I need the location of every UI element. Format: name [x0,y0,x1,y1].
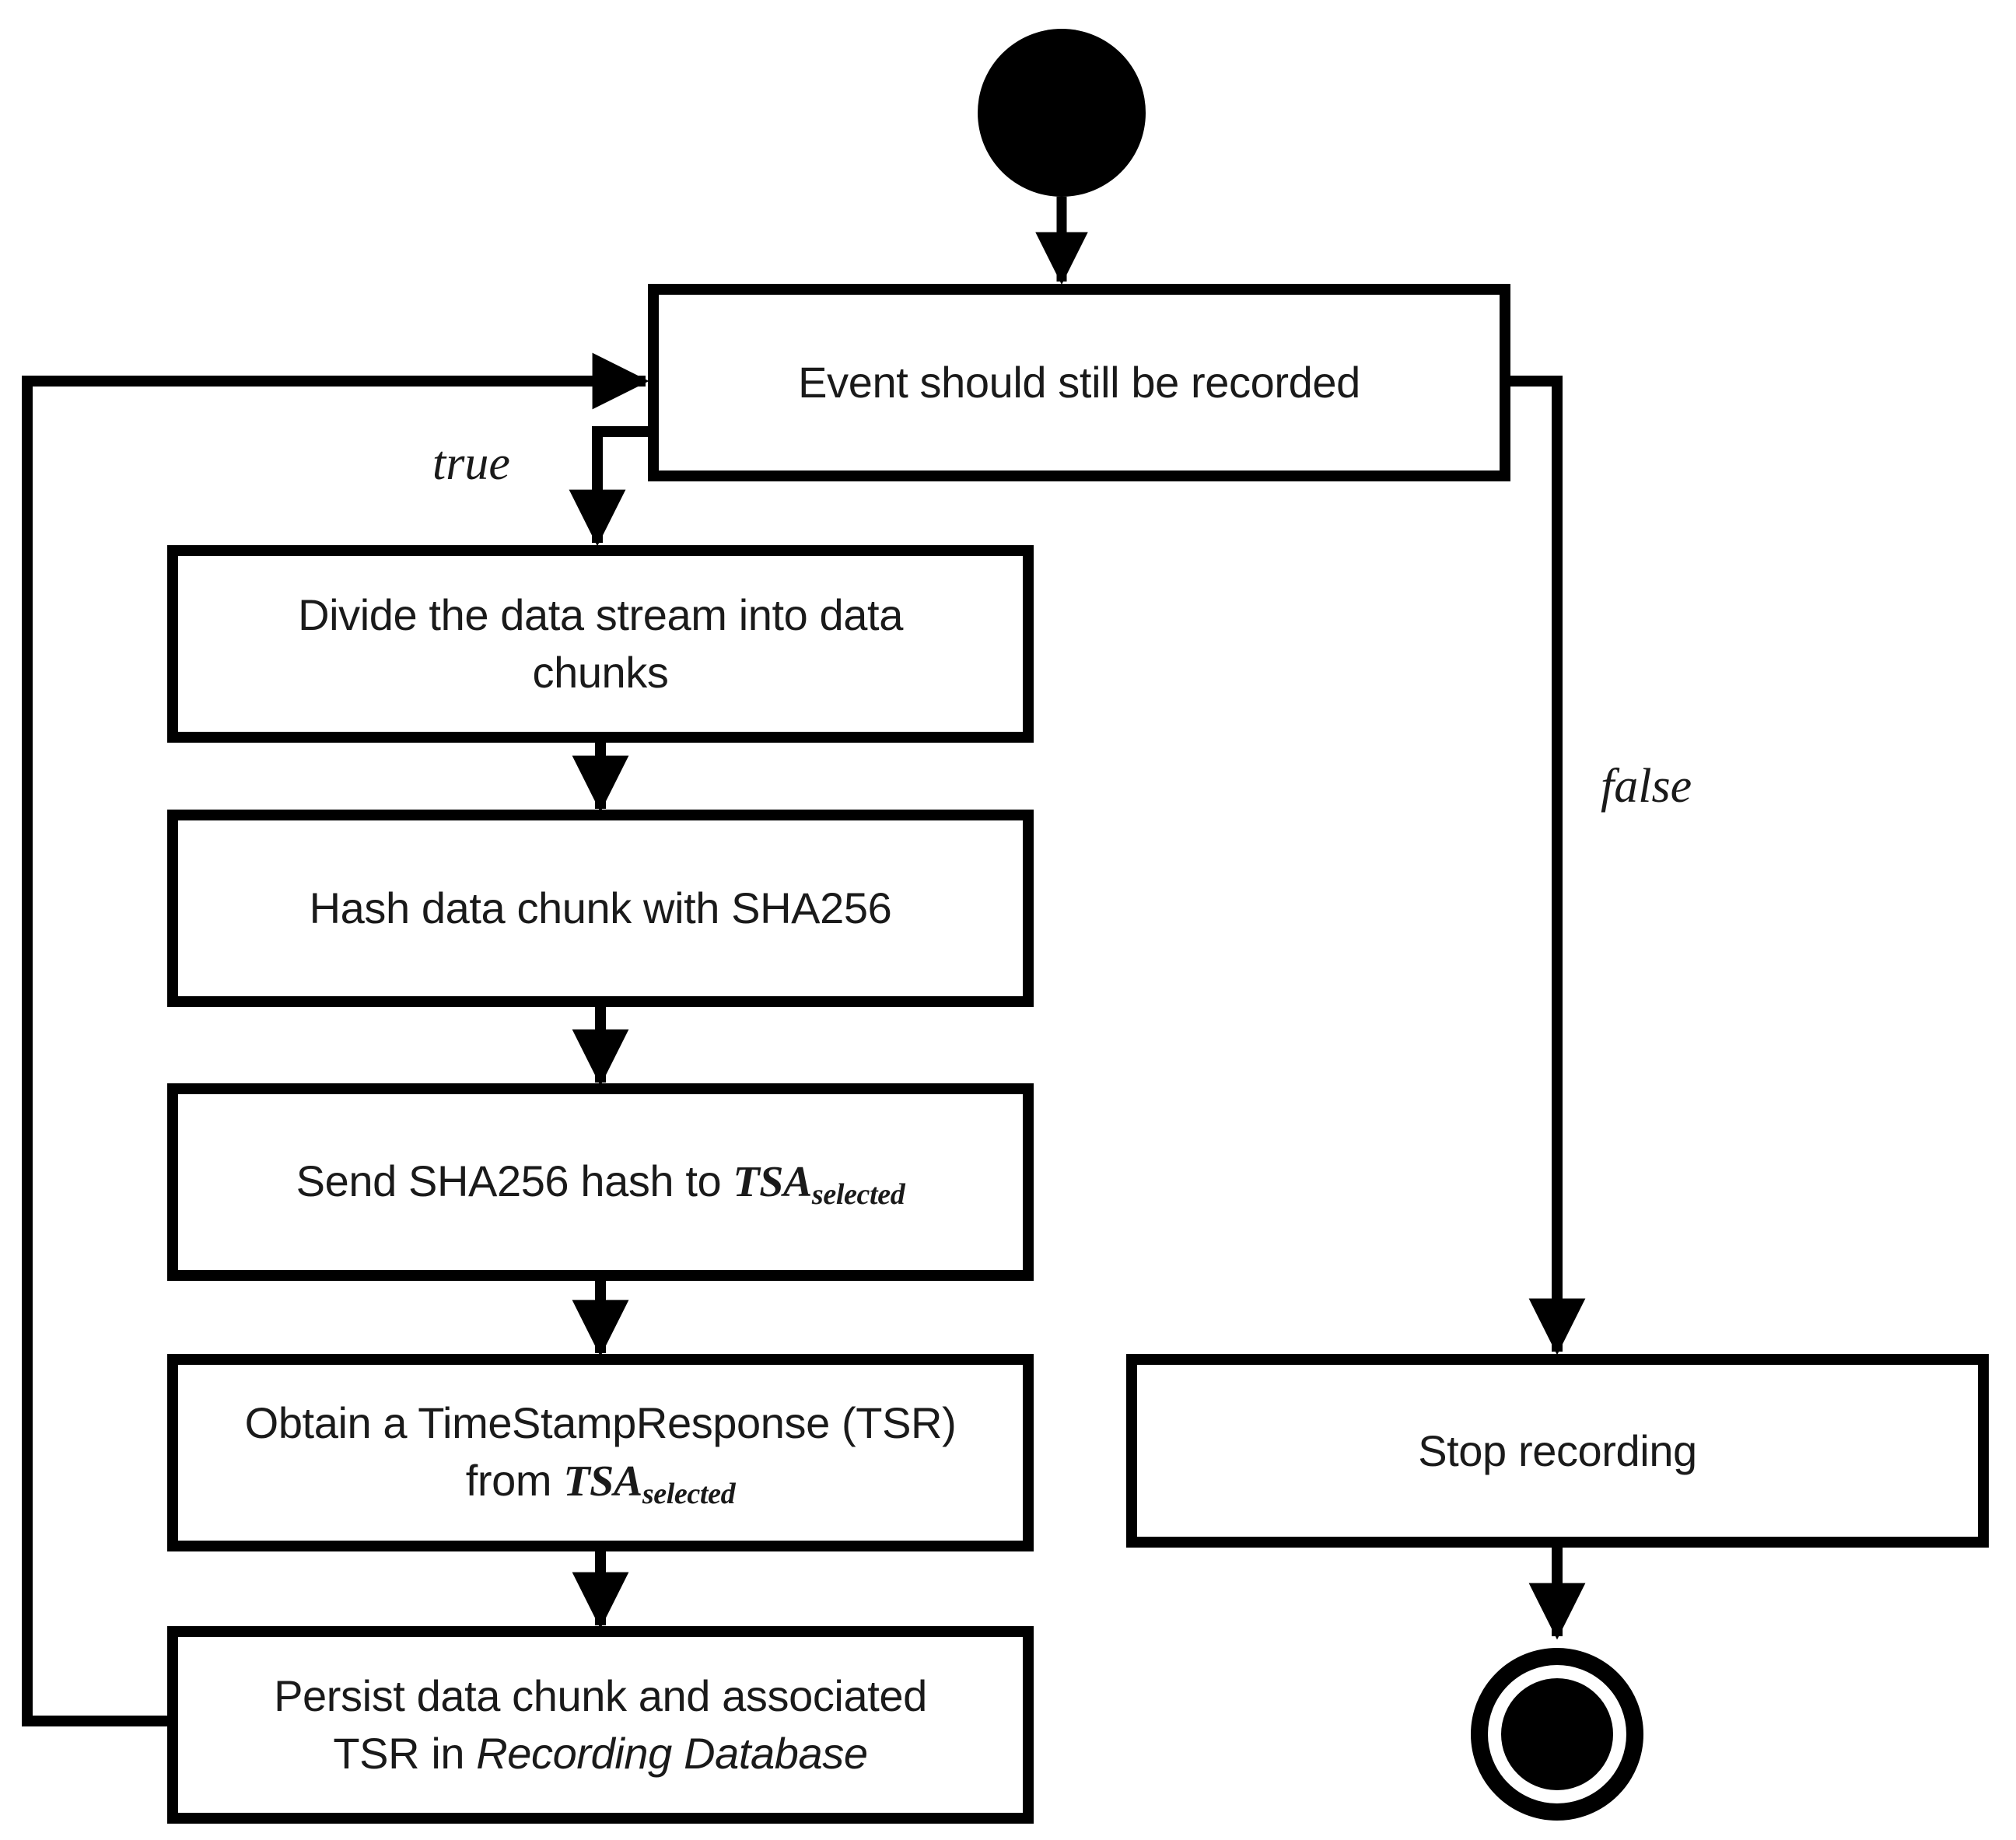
node-hash-data-chunk[interactable] [167,810,1034,1007]
edge-label-true: true [432,437,510,490]
final-node-inner-dot [1501,1678,1613,1790]
node-obtain-tsr[interactable] [167,1354,1034,1551]
final-node-outer-ring [1471,1648,1643,1821]
edge-label-false: false [1601,760,1692,813]
edge-decision-true [569,426,653,547]
node-persist-chunk[interactable] [167,1626,1034,1824]
node-send-hash-to-tsa[interactable] [167,1083,1034,1281]
initial-node [978,29,1146,197]
node-divide-data-stream[interactable] [167,545,1034,743]
node-stop-recording[interactable] [1126,1354,1989,1548]
edge-decision-false [1505,376,1586,1356]
edge-persist-loop-back [22,352,649,1726]
node-event-should-still-be-recorded[interactable] [648,284,1510,481]
